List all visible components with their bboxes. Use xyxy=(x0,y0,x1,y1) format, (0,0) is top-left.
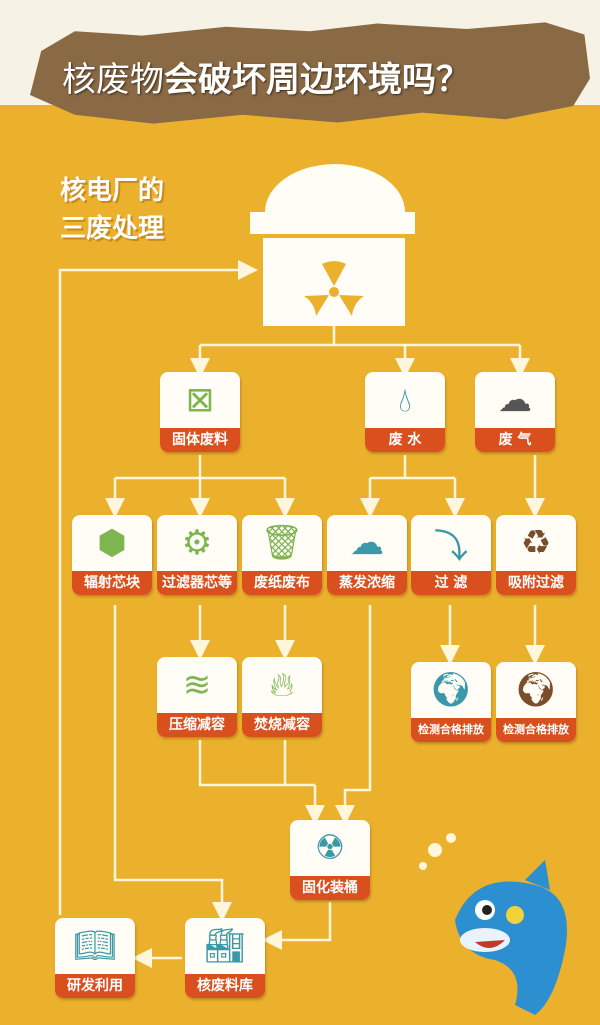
label: 过滤器芯等 xyxy=(157,571,237,595)
radiation-icon xyxy=(304,261,364,316)
node-pellet: ⬢ 辐射芯块 xyxy=(72,515,152,595)
label: 核废料库 xyxy=(185,974,265,998)
label: 废纸废布 xyxy=(242,571,322,595)
node-burn: 🔥︎ 焚烧减容 xyxy=(242,657,322,737)
recycle-icon: ♻ xyxy=(520,523,552,563)
node-storage: 🏭︎ 核废料库 xyxy=(185,918,265,998)
dolphin-mascot xyxy=(419,833,567,1015)
label: 蒸发浓缩 xyxy=(327,571,407,595)
node-waste-water: 💧︎ 废 水 xyxy=(365,372,445,452)
subtitle: 核电厂的三废处理 xyxy=(60,172,164,248)
title-part1: 核废物 xyxy=(62,60,164,100)
label: 废 水 xyxy=(365,428,445,452)
label: 焚烧减容 xyxy=(242,713,322,737)
title-banner xyxy=(30,22,590,124)
barrel-icon: ☢ xyxy=(314,828,346,868)
water-drop-icon: 💧︎ xyxy=(398,380,412,420)
node-research: 📖︎ 研发利用 xyxy=(55,918,135,998)
trash-icon: 🗑︎ xyxy=(260,523,304,563)
node-evaporation: ☁ 蒸发浓缩 xyxy=(327,515,407,595)
arrow-down-icon: ⤵ xyxy=(434,526,468,567)
box-icon: ⊠ xyxy=(185,380,215,420)
book-clock-icon: 📖︎ xyxy=(73,926,117,966)
label: 检测合格排放 xyxy=(496,718,576,742)
cloud-icon: ☁ xyxy=(498,380,532,420)
node-adsorb: ♻ 吸附过滤 xyxy=(496,515,576,595)
page-title: 核废物会破坏周边环境吗？ xyxy=(62,52,470,101)
label: 检测合格排放 xyxy=(411,718,491,742)
globe-hand-icon: 🌍︎ xyxy=(429,670,473,710)
title-part2: 会破坏周边环境吗？ xyxy=(164,60,470,100)
cube-icon: ⬢ xyxy=(97,523,127,563)
subtitle-line1: 核电厂的 xyxy=(60,176,165,206)
globe-hand-icon: 🌍︎ xyxy=(514,670,558,710)
layers-icon: ≋ xyxy=(182,665,212,705)
node-check-2: 🌍︎ 检测合格排放 xyxy=(496,662,576,742)
node-paper: 🗑︎ 废纸废布 xyxy=(242,515,322,595)
node-waste-gas: ☁ 废 气 xyxy=(475,372,555,452)
node-filter-core: ⚙ 过滤器芯等 xyxy=(157,515,237,595)
flame-icon: 🔥︎ xyxy=(269,665,295,705)
label: 压缩减容 xyxy=(157,713,237,737)
label: 研发利用 xyxy=(55,974,135,998)
label: 辐射芯块 xyxy=(72,571,152,595)
node-compress: ≋ 压缩减容 xyxy=(157,657,237,737)
label: 废 气 xyxy=(475,428,555,452)
node-barrel: ☢ 固化装桶 xyxy=(290,820,370,900)
label: 固化装桶 xyxy=(290,876,370,900)
label: 过 滤 xyxy=(411,571,491,595)
label: 吸附过滤 xyxy=(496,571,576,595)
factory-icon: 🏭︎ xyxy=(203,926,247,966)
node-check-1: 🌍︎ 检测合格排放 xyxy=(411,662,491,742)
subtitle-line2: 三废处理 xyxy=(60,214,165,244)
cloud-upload-icon: ☁ xyxy=(350,523,384,563)
node-solid-waste: ⊠ 固体废料 xyxy=(160,372,240,452)
label: 固体废料 xyxy=(160,428,240,452)
node-filter: ⤵ 过 滤 xyxy=(411,515,491,595)
gear-icon: ⚙ xyxy=(181,523,213,563)
